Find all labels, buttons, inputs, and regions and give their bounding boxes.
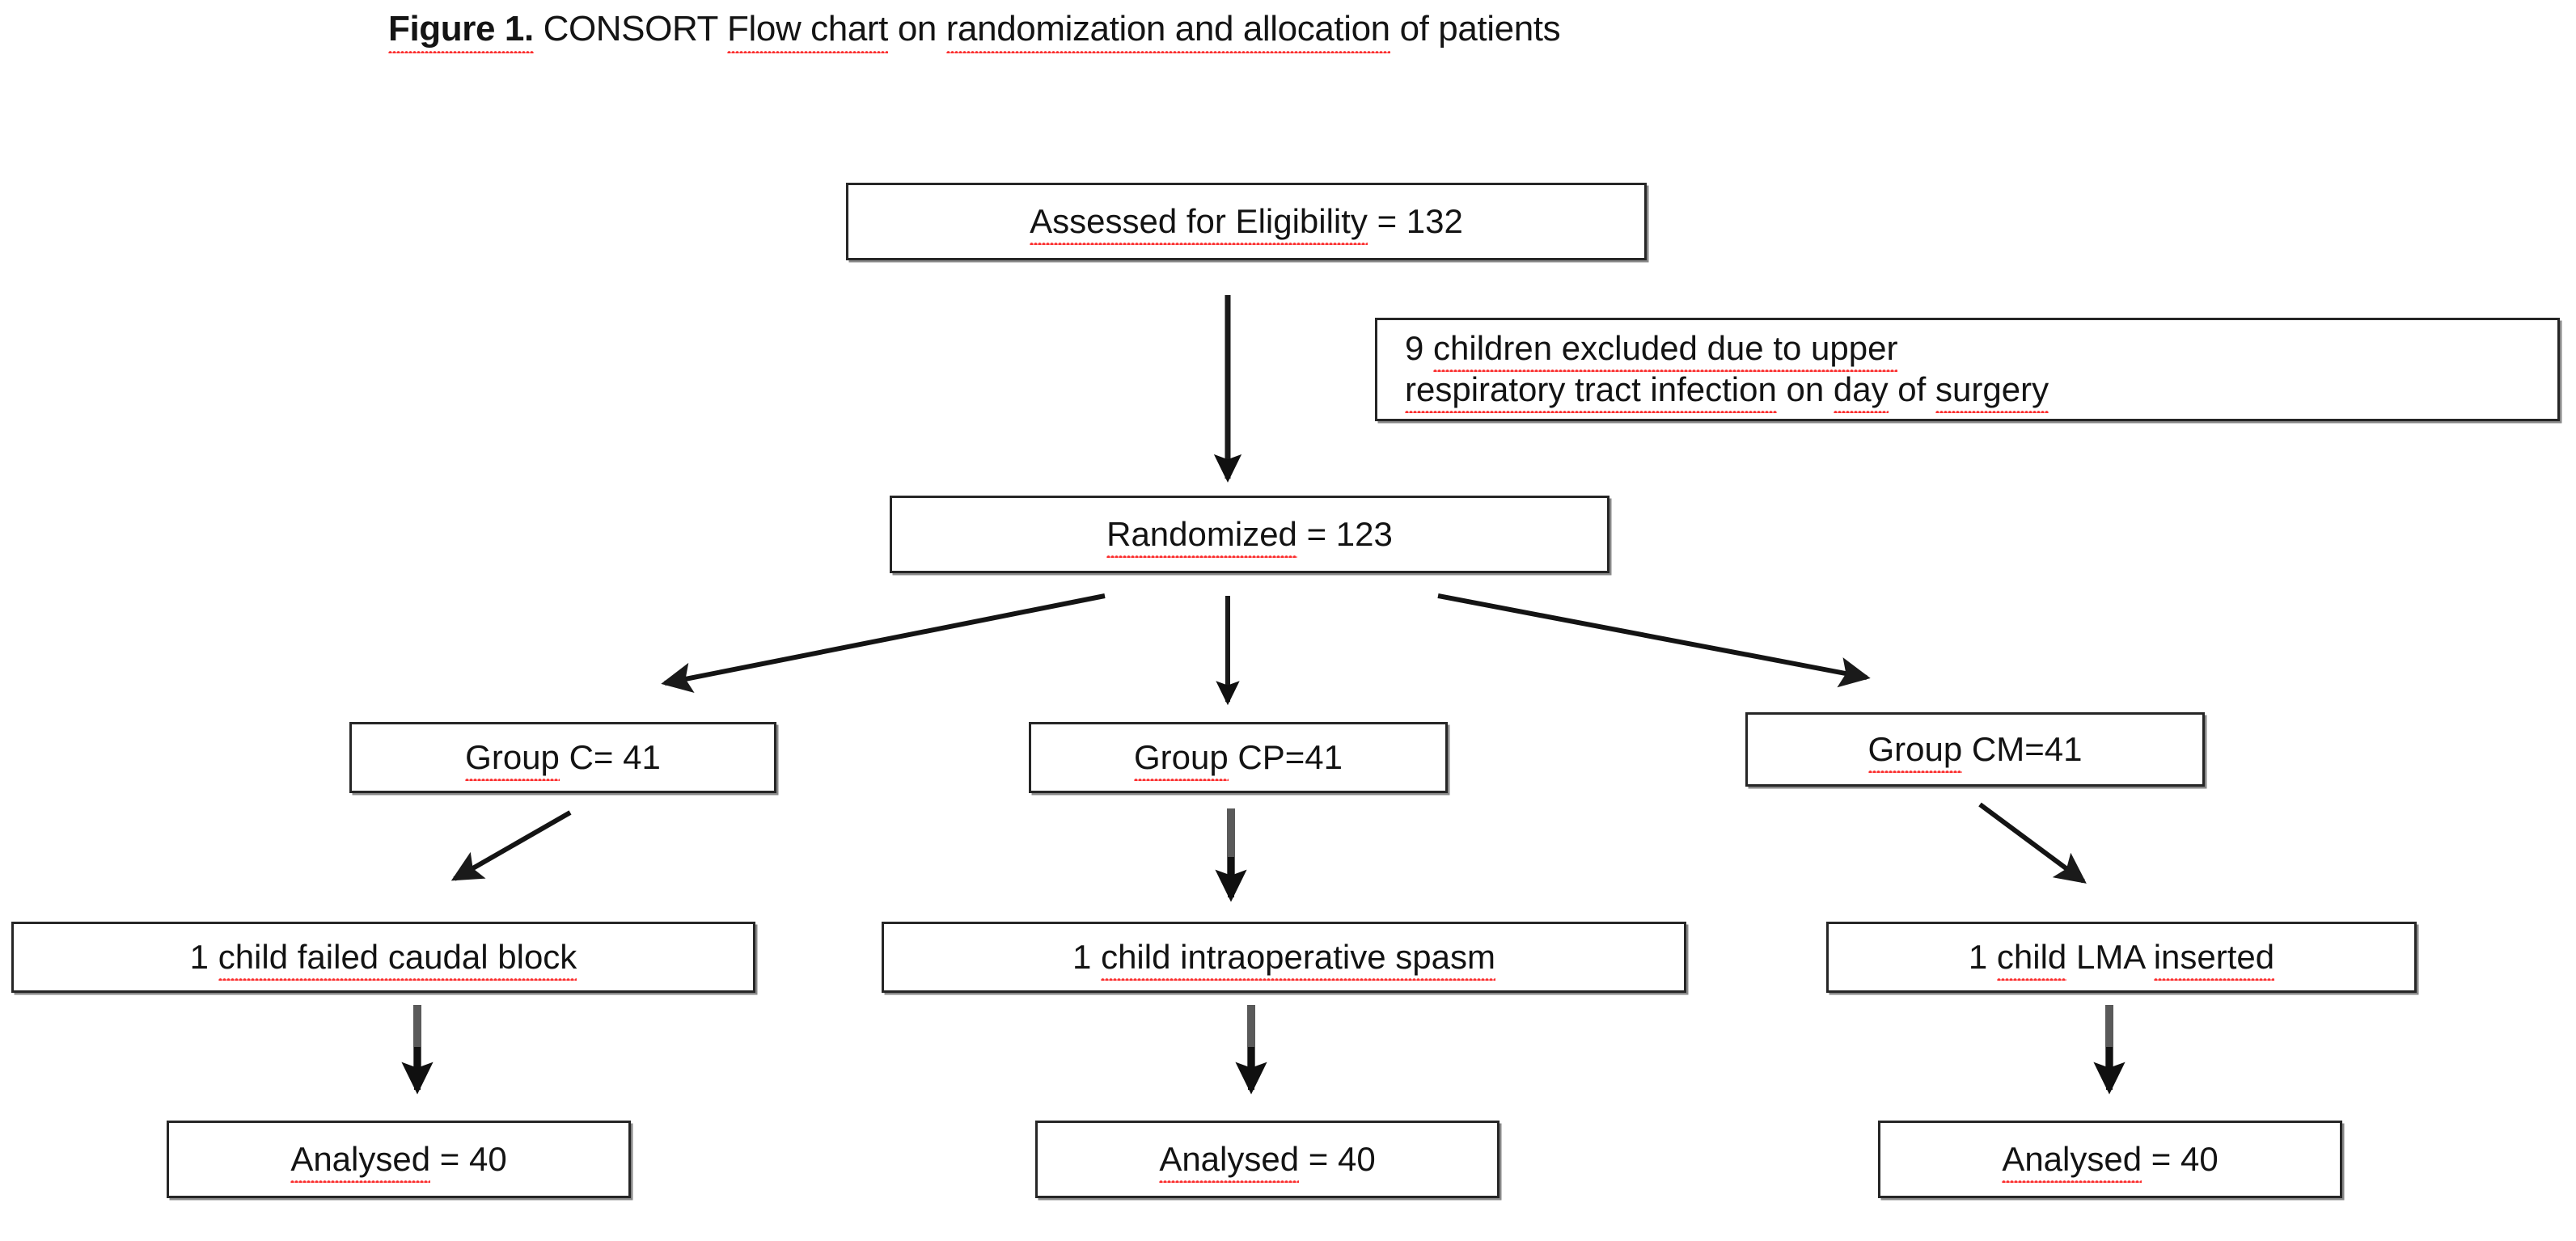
group-cp-label: Group — [1134, 737, 1229, 781]
drop-cm-inserted: inserted — [2153, 937, 2275, 981]
eligibility-phrase: Assessed for Eligibility — [1030, 201, 1368, 245]
node-drop-group-c: 1 child failed caudal block — [11, 922, 755, 993]
excluded-line-1: 9 children excluded due to upper — [1405, 328, 2049, 372]
arrow-group-c-to-drop-c — [450, 810, 572, 881]
node-drop-group-cp: 1 child intraoperative spasm — [882, 922, 1686, 993]
analysed-cp-count: = 40 — [1299, 1139, 1376, 1178]
node-analysed-group-c-text: Analysed = 40 — [290, 1139, 507, 1183]
node-children-excluded-text: 9 children excluded due to upper respira… — [1405, 328, 2049, 413]
node-group-cp-text: Group CP=41 — [1134, 737, 1343, 781]
arrow-group-cm-to-drop-cm — [1978, 802, 2087, 884]
group-cm-count: CM=41 — [1962, 729, 2083, 768]
node-group-cm: Group CM=41 — [1745, 712, 2205, 787]
node-group-c: Group C= 41 — [349, 722, 776, 793]
node-analysed-group-cp-text: Analysed = 40 — [1159, 1139, 1376, 1183]
figure-title-consort: CONSORT — [533, 9, 728, 49]
drop-cp-count: 1 — [1072, 937, 1102, 976]
node-children-excluded: 9 children excluded due to upper respira… — [1375, 318, 2560, 421]
group-cp-count: CP=41 — [1228, 737, 1343, 776]
node-randomized: Randomized = 123 — [890, 496, 1609, 573]
figure-title-patients: of patients — [1390, 9, 1561, 49]
node-group-cp: Group CP=41 — [1029, 722, 1448, 793]
drop-cm-child: child — [1996, 937, 2067, 981]
excluded-day: day — [1833, 369, 1889, 413]
analysed-cm-count: = 40 — [2142, 1139, 2219, 1178]
figure-title-randomization: randomization and allocation — [945, 8, 1390, 53]
analysed-cm-label: Analysed — [2002, 1139, 2142, 1183]
arrow-randomized-to-group-cm — [1437, 593, 1871, 688]
node-randomized-text: Randomized = 123 — [1106, 514, 1393, 558]
node-drop-group-cm: 1 child LMA inserted — [1826, 922, 2417, 993]
arrow-randomized-to-group-c — [661, 593, 1106, 693]
figure-title: Figure 1. CONSORT Flow chart on randomiz… — [388, 8, 2248, 53]
figure-title-on: on — [888, 9, 946, 49]
excluded-of: of — [1888, 370, 1936, 408]
analysed-cp-label: Analysed — [1159, 1139, 1299, 1183]
node-drop-group-c-text: 1 child failed caudal block — [189, 937, 577, 981]
eligibility-count: = 132 — [1367, 201, 1463, 240]
excluded-reason-part-1: children excluded due to upper — [1433, 328, 1898, 372]
analysed-c-label: Analysed — [290, 1139, 430, 1183]
node-drop-group-cp-text: 1 child intraoperative spasm — [1072, 937, 1495, 981]
analysed-c-count: = 40 — [430, 1139, 507, 1178]
excluded-reason-part-2: respiratory tract infection — [1405, 369, 1777, 413]
excluded-line-2: respiratory tract infection on day of su… — [1405, 369, 2049, 413]
node-group-cm-text: Group CM=41 — [1867, 729, 2083, 773]
excluded-count: 9 — [1405, 329, 1434, 367]
figure-title-label: Figure 1. — [388, 8, 534, 53]
group-c-label: Group — [465, 737, 560, 781]
group-c-count: C= 41 — [559, 737, 661, 776]
excluded-surgery: surgery — [1935, 369, 2049, 413]
node-assessed-for-eligibility-text: Assessed for Eligibility = 132 — [1030, 201, 1463, 245]
randomized-count: = 123 — [1296, 514, 1393, 553]
drop-cm-lma: LMA — [2066, 937, 2154, 976]
node-group-c-text: Group C= 41 — [465, 737, 661, 781]
excluded-on: on — [1776, 370, 1834, 408]
node-analysed-group-c: Analysed = 40 — [167, 1121, 631, 1198]
drop-c-reason: child failed caudal block — [218, 937, 577, 981]
figure-title-flowchart: Flow chart — [727, 8, 888, 53]
node-analysed-group-cm-text: Analysed = 40 — [2002, 1139, 2219, 1183]
node-assessed-for-eligibility: Assessed for Eligibility = 132 — [846, 183, 1647, 260]
node-analysed-group-cm: Analysed = 40 — [1878, 1121, 2342, 1198]
drop-cp-reason: child intraoperative spasm — [1101, 937, 1495, 981]
node-drop-group-cm-text: 1 child LMA inserted — [1968, 937, 2275, 981]
randomized-phrase: Randomized — [1106, 514, 1297, 558]
drop-cm-count: 1 — [1968, 937, 1997, 976]
drop-c-count: 1 — [189, 937, 218, 976]
node-analysed-group-cp: Analysed = 40 — [1035, 1121, 1499, 1198]
group-cm-label: Group — [1867, 729, 1962, 773]
